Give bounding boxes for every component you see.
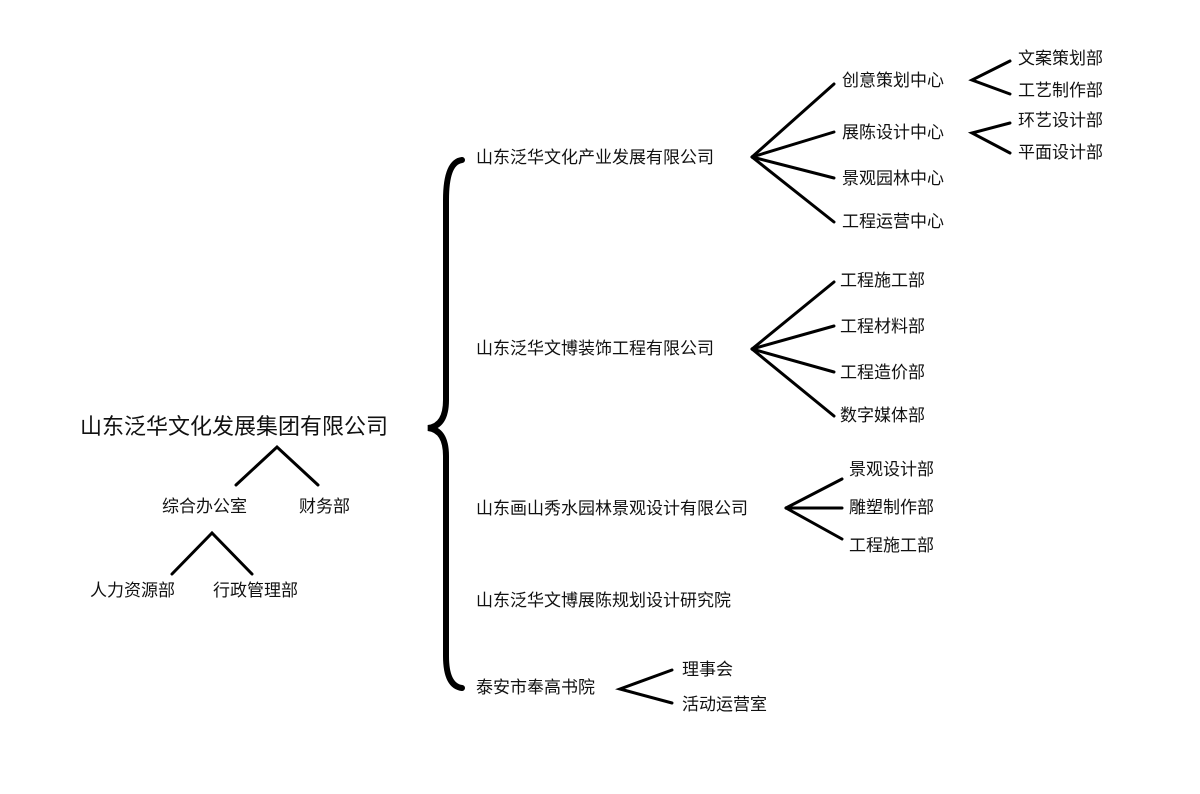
c1-line-1 [750, 82, 836, 159]
c2-line-3 [750, 347, 836, 374]
company-2: 山东泛华文博装饰工程有限公司 [476, 339, 714, 359]
c3-line-3 [784, 506, 844, 541]
c3-dept-2: 雕塑制作部 [849, 498, 934, 518]
center1-fork [968, 59, 1012, 96]
company-3: 山东画山秀水园林景观设计有限公司 [476, 499, 748, 519]
c2-line-2 [750, 324, 836, 351]
center-1-dept-1: 文案策划部 [1018, 49, 1103, 69]
c3-dept-1: 景观设计部 [849, 460, 934, 480]
office-sub-connector [170, 530, 254, 576]
center2-fork [967, 121, 1012, 155]
c1-line-2 [750, 130, 836, 159]
c1-line-4 [750, 155, 836, 224]
c5-dept-1: 理事会 [682, 660, 733, 680]
c1-line-3 [750, 155, 836, 180]
root-company: 山东泛华文化发展集团有限公司 [80, 415, 389, 440]
finance-dept: 财务部 [299, 497, 350, 517]
company-1: 山东泛华文化产业发展有限公司 [476, 148, 714, 168]
admin-mgmt-dept: 行政管理部 [213, 581, 298, 601]
c3-line-1 [784, 477, 844, 510]
c5-fork [615, 668, 674, 705]
main-brace [427, 157, 465, 691]
center-3: 景观园林中心 [842, 169, 944, 189]
c2-dept-4: 数字媒体部 [840, 406, 925, 426]
company-5: 泰安市奉高书院 [476, 678, 595, 698]
c2-line-4 [750, 347, 836, 418]
c5-dept-2: 活动运营室 [682, 695, 767, 715]
general-office: 综合办公室 [162, 497, 247, 517]
center-1: 创意策划中心 [842, 71, 944, 91]
hr-dept: 人力资源部 [90, 581, 175, 601]
c2-dept-1: 工程施工部 [840, 271, 925, 291]
c2-line-1 [750, 280, 836, 351]
c2-dept-3: 工程造价部 [840, 363, 925, 383]
center-2-dept-1: 环艺设计部 [1018, 111, 1103, 131]
root-admin-connector [234, 444, 320, 487]
center-2: 展陈设计中心 [842, 123, 944, 143]
company-4: 山东泛华文博展陈规划设计研究院 [476, 591, 731, 611]
center-2-dept-2: 平面设计部 [1018, 143, 1103, 163]
c3-dept-3: 工程施工部 [849, 536, 934, 556]
center-4: 工程运营中心 [842, 212, 944, 232]
center-1-dept-2: 工艺制作部 [1018, 81, 1103, 101]
c2-dept-2: 工程材料部 [840, 317, 925, 337]
